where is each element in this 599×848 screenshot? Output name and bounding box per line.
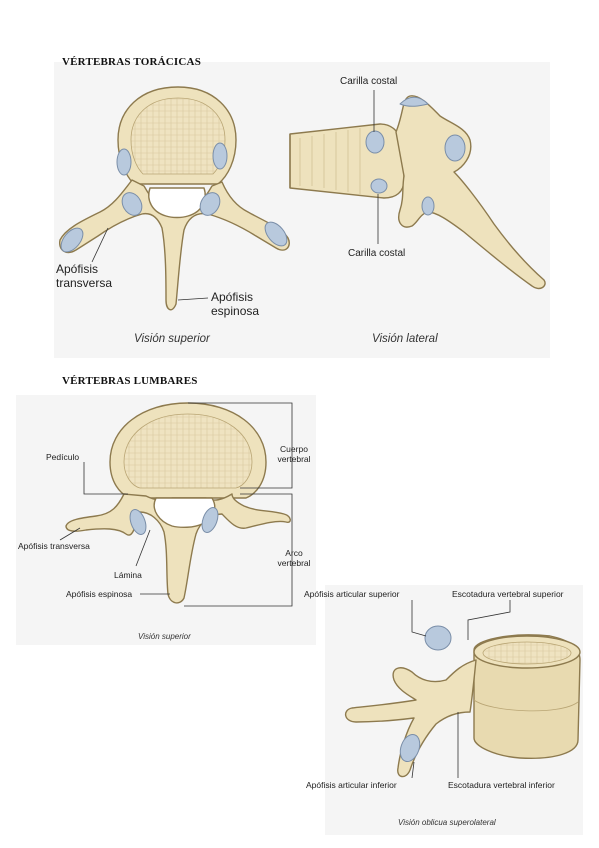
- label-lumbar-inferior-articular-process: Apófisis articular inferior: [306, 780, 397, 790]
- caption-lumbar-oblique: Visión oblicua superolateral: [398, 818, 496, 827]
- thoracic-superior-leaders: [91, 227, 209, 301]
- thoracic-vertebra-lateral: [289, 95, 546, 290]
- label-lumbar-superior-articular-process: Apófisis articular superior: [304, 589, 400, 599]
- label-lumbar-lamina: Lámina: [114, 570, 142, 580]
- caption-lumbar-superior: Visión superior: [138, 632, 191, 641]
- label-lumbar-transverse-process: Apófisis transversa: [18, 541, 90, 551]
- label-thoracic-transverse-process: Apófisis transversa: [56, 262, 113, 290]
- label-lumbar-spinous-process: Apófisis espinosa: [66, 589, 133, 599]
- label-lumbar-inferior-vertebral-notch: Escotadura vertebral inferior: [448, 780, 555, 790]
- lumbar-section-title: VÉRTEBRAS LUMBARES: [62, 375, 198, 387]
- label-lumbar-superior-vertebral-notch: Escotadura vertebral superior: [452, 589, 564, 599]
- caption-thoracic-superior: Visión superior: [134, 333, 210, 345]
- label-lumbar-pedicle: Pedículo: [46, 452, 80, 462]
- thoracic-section-title: VÉRTEBRAS TORÁCICAS: [62, 56, 202, 68]
- thoracic-lateral-leaders: [373, 90, 379, 244]
- label-lumbar-vertebral-arch: Arco vertebral: [277, 548, 311, 568]
- label-thoracic-spinous-process: Apófisis espinosa: [211, 290, 260, 318]
- label-lumbar-vertebral-body: Cuerpo vertebral: [277, 444, 311, 464]
- lumbar-vertebra-superior: [65, 402, 291, 604]
- lumbar-oblique-leaders: [411, 600, 511, 779]
- label-thoracic-costal-facet-top: Carilla costal: [340, 76, 398, 87]
- thoracic-vertebra-superior: [59, 86, 290, 311]
- lumbar-superior-leaders: [59, 402, 293, 607]
- label-thoracic-costal-facet-bottom: Carilla costal: [348, 248, 406, 259]
- lumbar-vertebra-oblique: [345, 625, 581, 778]
- caption-thoracic-lateral: Visión lateral: [372, 333, 438, 345]
